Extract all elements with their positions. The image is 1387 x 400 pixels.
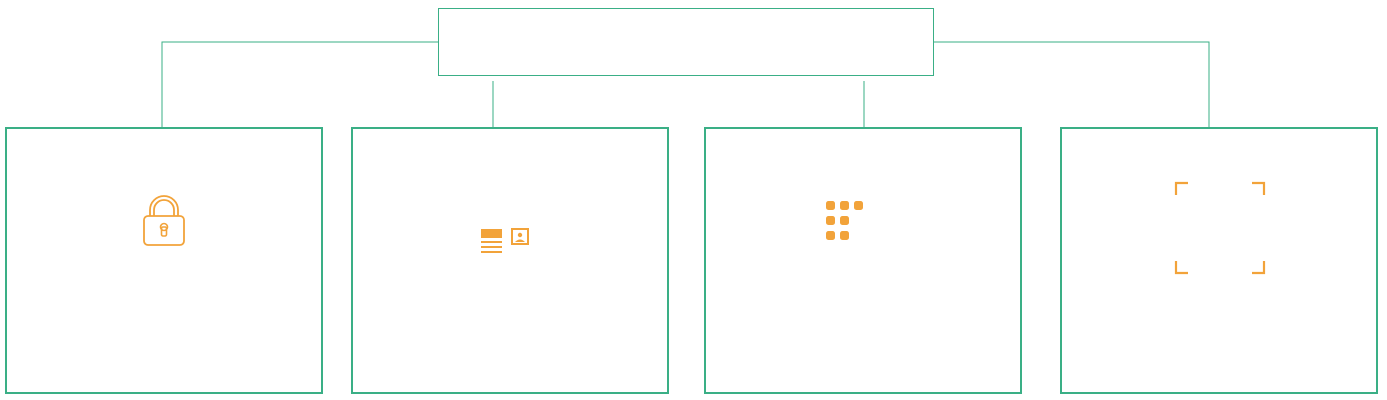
lock-icon: [143, 195, 185, 246]
child-node-3: [704, 127, 1022, 394]
root-node: [438, 8, 934, 76]
connector-root-to-card-1: [161, 41, 438, 127]
text-image-layout-icon: [481, 228, 529, 253]
child-node-4: [1060, 127, 1378, 394]
connector-root-to-card-4: [934, 41, 1210, 127]
child-node-1: [5, 127, 323, 394]
viewfinder-corners-icon: [1174, 181, 1266, 275]
child-node-2: [351, 127, 669, 394]
keypad-grid-icon: [826, 201, 863, 240]
